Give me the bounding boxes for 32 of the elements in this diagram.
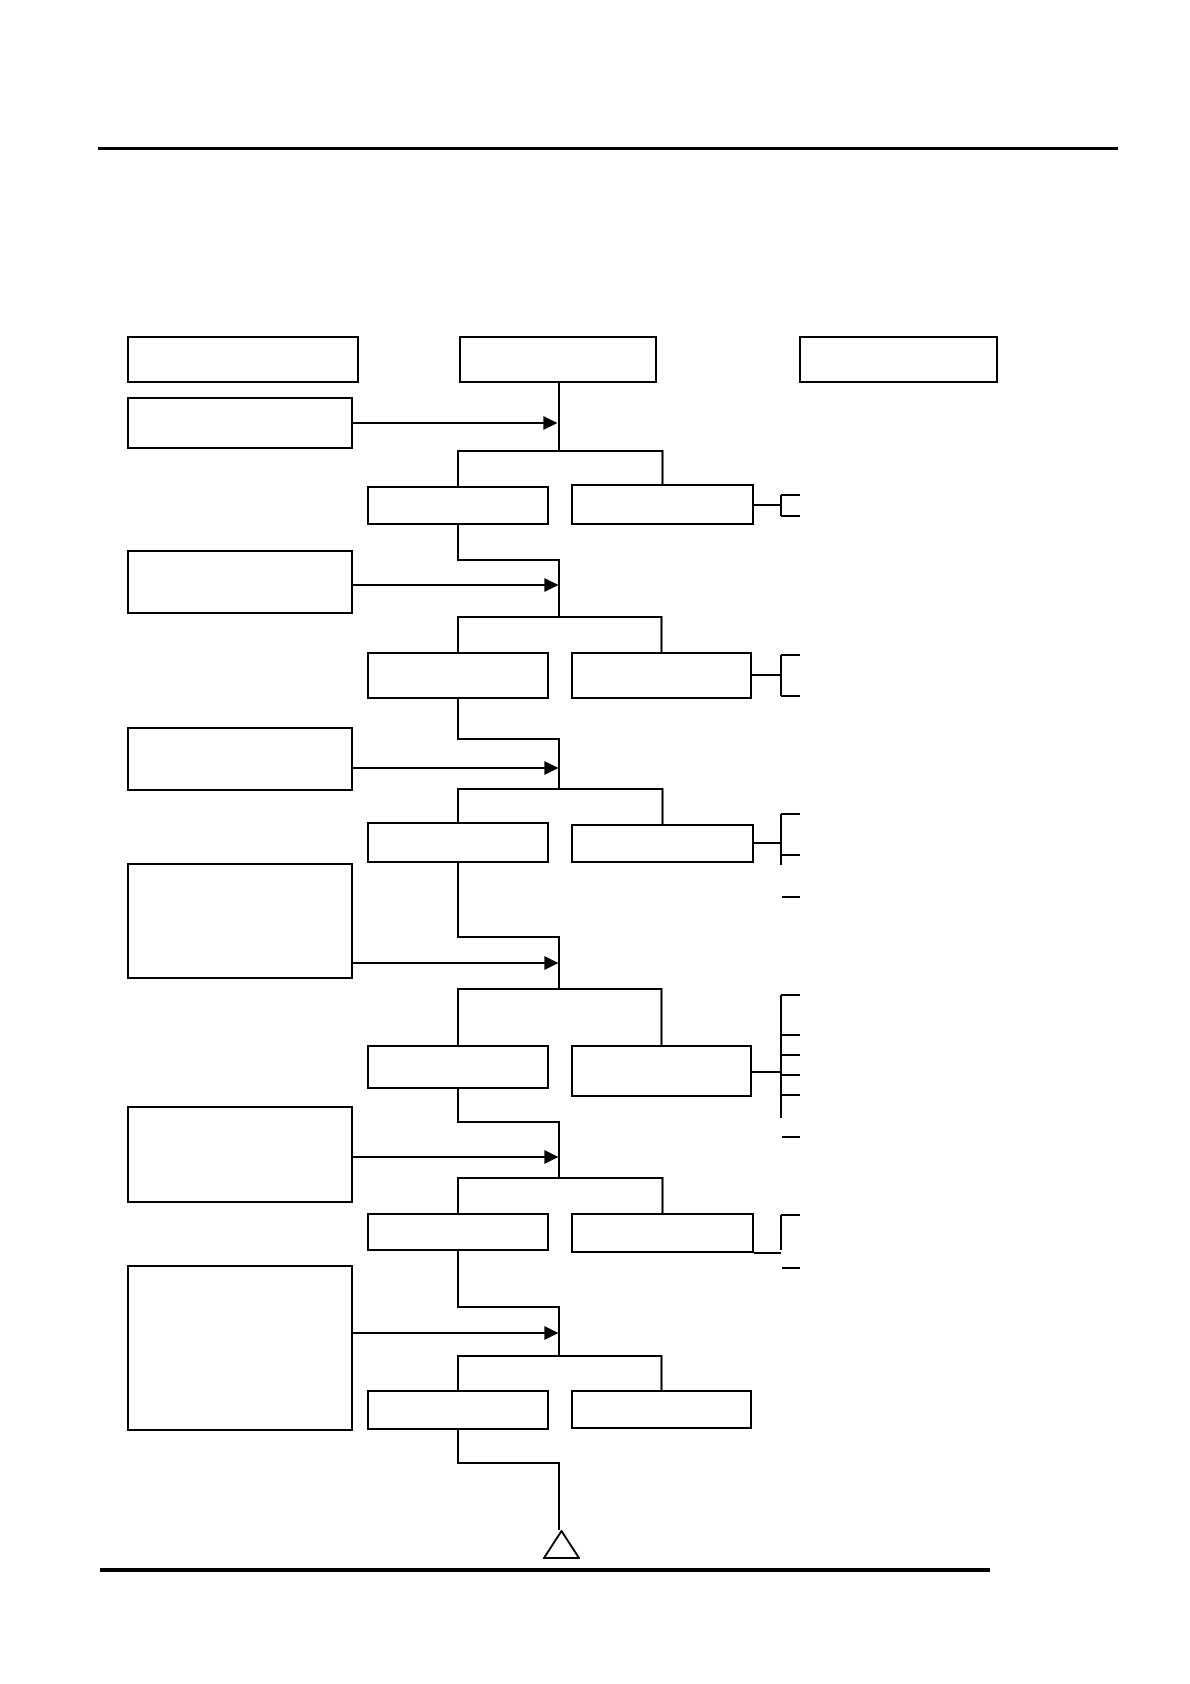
empty-box xyxy=(367,486,549,525)
empty-box xyxy=(127,336,359,383)
connector-line xyxy=(457,524,663,653)
empty-box xyxy=(367,1390,549,1430)
arrow xyxy=(352,1150,559,1164)
empty-box xyxy=(571,1045,752,1097)
empty-box xyxy=(571,824,754,863)
connector-line xyxy=(457,1088,664,1214)
connector-line xyxy=(457,1250,663,1391)
empty-box xyxy=(367,822,549,863)
empty-box xyxy=(459,336,657,383)
empty-box xyxy=(367,1045,549,1089)
empty-box xyxy=(571,1390,752,1429)
arrow xyxy=(352,1326,559,1340)
empty-box xyxy=(127,863,353,979)
empty-box xyxy=(127,727,353,791)
connector-line xyxy=(457,698,664,825)
arrow xyxy=(352,761,559,775)
empty-box xyxy=(367,1213,549,1251)
empty-box xyxy=(127,1106,353,1203)
connector-line xyxy=(457,1429,560,1531)
empty-box xyxy=(367,652,549,699)
empty-box xyxy=(127,550,353,614)
arrow xyxy=(352,956,559,970)
arrow xyxy=(352,416,558,430)
empty-box xyxy=(799,336,998,383)
empty-box xyxy=(571,1213,754,1253)
arrow xyxy=(352,578,559,592)
empty-box xyxy=(571,652,752,699)
empty-box xyxy=(571,484,754,525)
empty-box xyxy=(127,397,353,449)
empty-box xyxy=(127,1265,353,1431)
